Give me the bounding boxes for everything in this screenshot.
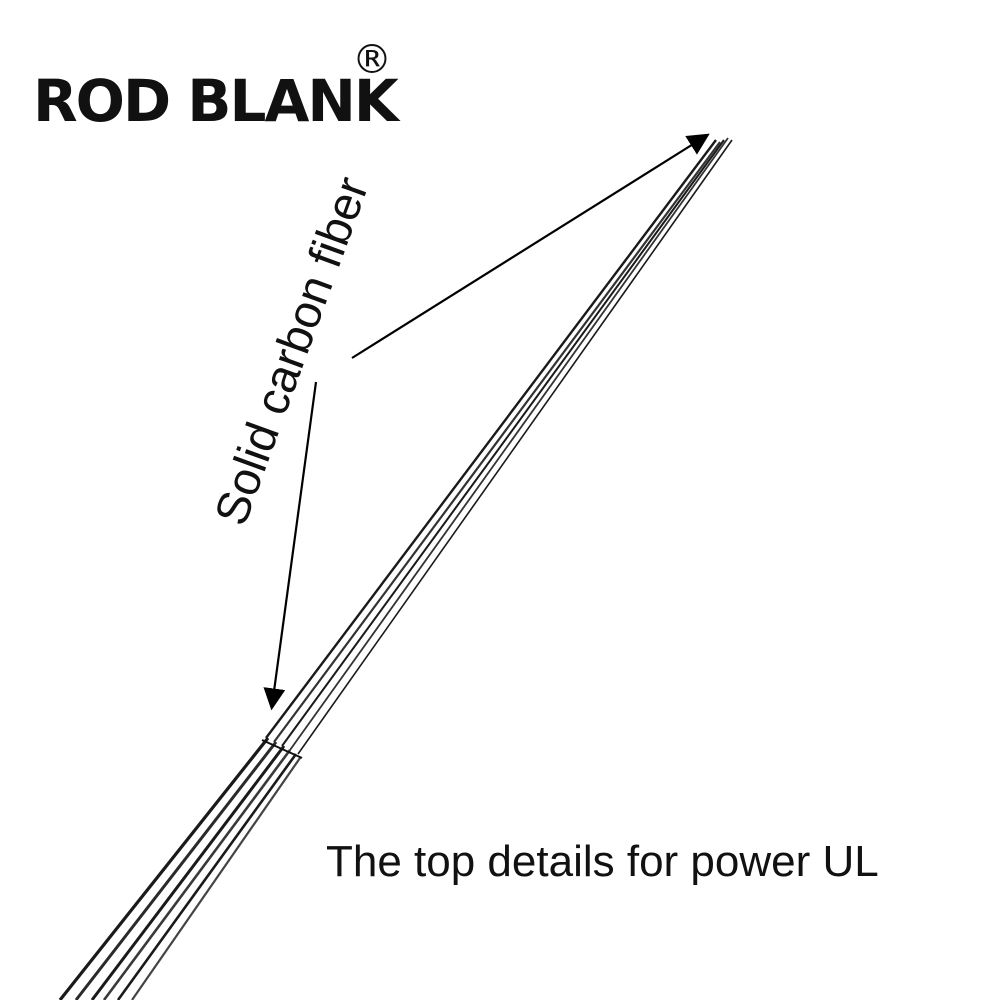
rod-tip-section: [265, 137, 733, 755]
caption: The top details for power UL: [326, 837, 879, 886]
registered-mark: ®: [352, 37, 392, 83]
brand-title: ROD BLANK: [33, 67, 399, 135]
arrow-to-tip: [351, 133, 710, 359]
rod-joint: [261, 739, 303, 759]
rod-butt-section: [58, 737, 301, 1000]
arrow-to-joint: [263, 381, 318, 711]
